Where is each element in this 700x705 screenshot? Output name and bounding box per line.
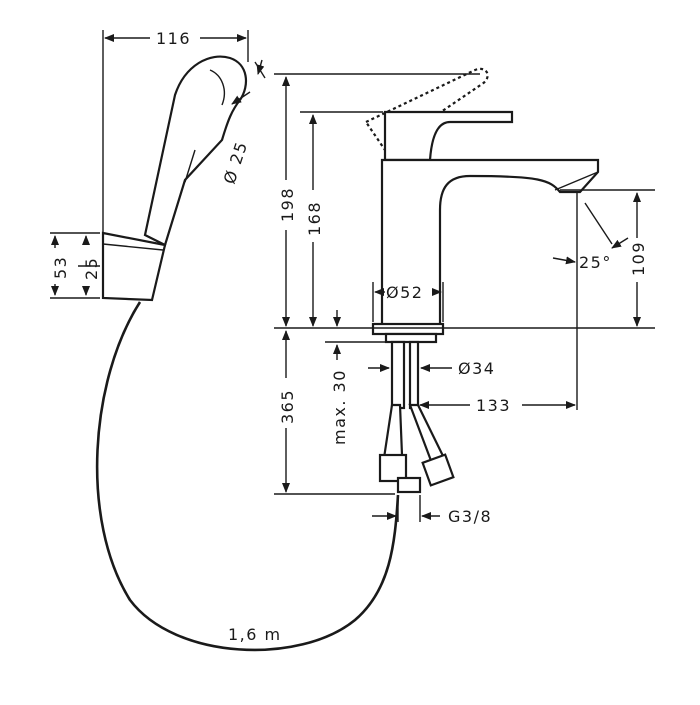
dim-g38: G3/8 (372, 495, 492, 526)
dim-diameter-25-label: Ø 25 (220, 138, 252, 186)
dim-133: 133 (419, 396, 576, 415)
dim-53-label: 53 (51, 256, 70, 279)
dim-133-label: 133 (476, 396, 511, 415)
dim-109: 109 (629, 192, 648, 327)
dim-198-label: 198 (278, 187, 297, 222)
shower-holder (101, 231, 167, 302)
dim-365-label: 365 (278, 389, 297, 424)
dim-52: Ø52 (372, 282, 444, 322)
shower-face (209, 69, 226, 106)
hose (95, 301, 400, 652)
base-plate (371, 322, 445, 336)
dim-34-label: Ø34 (458, 359, 495, 378)
dim-116-label: 116 (156, 29, 191, 48)
dim-holder: 53 25 (50, 232, 101, 299)
mixer-tap (364, 67, 600, 494)
dim-198: 198 (278, 76, 297, 327)
dim-116: 116 (102, 29, 249, 232)
dim-109-label: 109 (629, 241, 648, 276)
supply-hose-left (382, 403, 404, 460)
dim-max30: max. 30 (325, 310, 386, 445)
lever (383, 110, 514, 162)
dim-365: 365 (274, 330, 395, 495)
dim-168-label: 168 (305, 201, 324, 236)
dim-max30-label: max. 30 (330, 369, 349, 445)
dim-angle-label: 25° (579, 253, 612, 272)
shower-button (184, 149, 196, 183)
dim-34: Ø34 (368, 359, 495, 378)
hose-length-label: 1,6 m (228, 625, 282, 644)
dim-168: 168 (305, 114, 324, 327)
dim-52-label: Ø52 (386, 283, 423, 302)
lever-open-dashed (364, 67, 489, 152)
shank (390, 340, 406, 410)
base-plate-lower (384, 332, 438, 344)
dim-g38-label: G3/8 (448, 507, 492, 526)
dim-angle: 25° (552, 192, 629, 410)
hand-shower (95, 55, 400, 652)
tap-body (380, 158, 600, 327)
dim-25-label: 25 (82, 257, 101, 280)
shower-head (143, 55, 248, 247)
